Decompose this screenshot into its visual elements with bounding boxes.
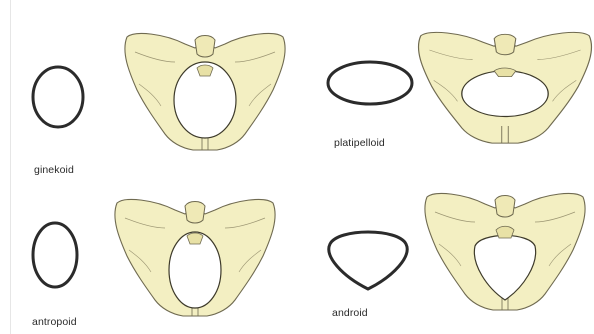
platipelloid-label: platipelloid [334,137,385,149]
ginekoid-label: ginekoid [34,164,74,176]
android-pelvis-illustration [425,193,585,310]
platipelloid-pelvis-illustration [418,32,591,143]
platipelloid-inlet-outline [328,62,412,104]
android-inlet-outline [329,232,407,289]
antropoid-inlet-outline [33,223,77,287]
antropoid-pelvis-illustration [115,199,275,316]
android-label: android [332,307,368,319]
ginekoid-inlet-outline [33,67,83,127]
ginekoid-pelvis-illustration [125,33,285,150]
antropoid-label: antropoid [32,316,77,328]
